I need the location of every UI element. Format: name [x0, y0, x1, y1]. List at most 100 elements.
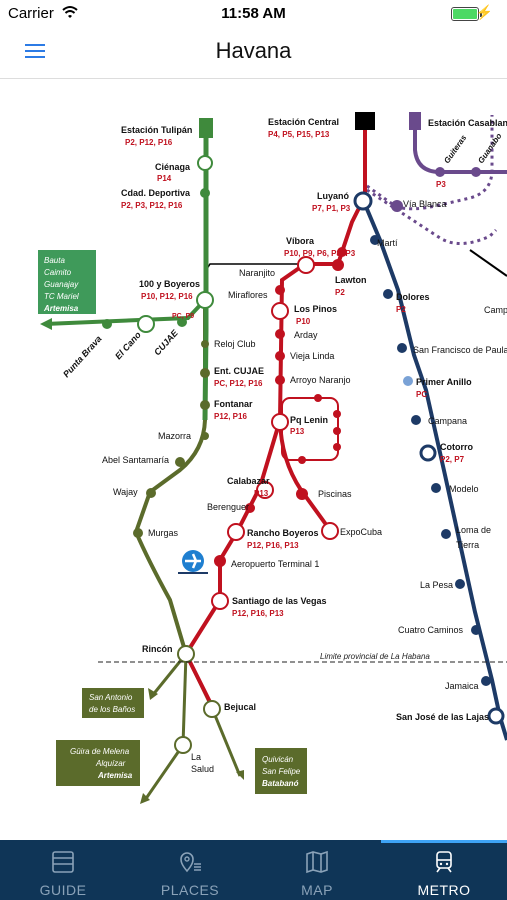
svg-text:Reloj Club: Reloj Club: [214, 339, 256, 349]
svg-text:Berenguer: Berenguer: [207, 502, 249, 512]
svg-text:Cotorro: Cotorro: [440, 442, 473, 452]
active-tab-indicator: [381, 840, 507, 843]
svg-text:Wajay: Wajay: [113, 487, 138, 497]
svg-text:San José de las Lajas: San José de las Lajas: [396, 712, 489, 722]
svg-text:Martí: Martí: [377, 238, 398, 248]
svg-text:Artemisa: Artemisa: [97, 771, 133, 780]
svg-text:P12, P16, P13: P12, P16, P13: [232, 609, 284, 618]
tab-guide[interactable]: GUIDE: [0, 840, 126, 900]
svg-text:Punta Brava: Punta Brava: [61, 334, 104, 380]
svg-text:TC Mariel: TC Mariel: [44, 292, 79, 301]
svg-text:P2, P3, P12, P16: P2, P3, P12, P16: [121, 201, 183, 210]
quivican-box: Quivicán San Felipe Batabanó: [255, 748, 307, 794]
svg-text:ExpoCuba: ExpoCuba: [340, 527, 382, 537]
blue-line-labels: Martí Dolores P2 Camp San Francisco de P…: [377, 238, 507, 722]
svg-text:Arroyo Naranjo: Arroyo Naranjo: [290, 375, 351, 385]
blue-line: [362, 201, 507, 741]
svg-text:Campana: Campana: [428, 416, 467, 426]
train-icon: [436, 851, 452, 873]
svg-text:Dolores: Dolores: [396, 292, 430, 302]
svg-text:Güira de Melena: Güira de Melena: [70, 747, 130, 756]
svg-text:Camp: Camp: [484, 305, 507, 315]
svg-text:Miraflores: Miraflores: [228, 290, 268, 300]
svg-text:Primer Anillo: Primer Anillo: [416, 377, 472, 387]
svg-text:Rancho Boyeros: Rancho Boyeros: [247, 528, 319, 538]
metro-map[interactable]: Limite provincial de La Habana Bauta Cai…: [0, 84, 507, 840]
road-line: [469, 249, 507, 277]
svg-text:Loma de: Loma de: [456, 525, 491, 535]
svg-text:Estación Casablanca: Estación Casablanca: [428, 118, 507, 128]
svg-text:Jamaica: Jamaica: [445, 681, 479, 691]
san-antonio-box: San Antonio de los Baños: [82, 688, 144, 718]
svg-text:Los Pinos: Los Pinos: [294, 304, 337, 314]
tab-metro[interactable]: METRO: [381, 840, 507, 900]
svg-text:P3: P3: [436, 180, 446, 189]
svg-text:Cuatro Caminos: Cuatro Caminos: [398, 625, 464, 635]
svg-text:Naranjito: Naranjito: [239, 268, 275, 278]
svg-text:PC: PC: [416, 390, 427, 399]
svg-text:Guiteras: Guiteras: [442, 133, 468, 165]
red-line-labels: Estación Central P4, P5, P15, P13 Luyanó…: [142, 117, 382, 774]
svg-text:Fontanar: Fontanar: [214, 399, 253, 409]
svg-text:P2: P2: [396, 305, 406, 314]
svg-text:San Felipe: San Felipe: [262, 767, 301, 776]
tab-places[interactable]: PLACES: [127, 840, 253, 900]
svg-text:Vía Blanca: Vía Blanca: [403, 199, 447, 209]
svg-text:Modelo: Modelo: [449, 484, 479, 494]
svg-text:Vieja Linda: Vieja Linda: [290, 351, 334, 361]
folded-map-icon: [306, 850, 328, 874]
tab-guide-label: GUIDE: [39, 882, 87, 898]
provincial-limit-label: Limite provincial de La Habana: [320, 652, 430, 661]
svg-text:P10: P10: [296, 317, 311, 326]
svg-text:Estación Tulipán: Estación Tulipán: [121, 125, 192, 135]
svg-text:Calabazar: Calabazar: [227, 476, 270, 486]
hamburger-menu-icon[interactable]: [25, 42, 47, 60]
page-title: Havana: [215, 38, 292, 63]
battery-icon: [451, 7, 482, 21]
svg-text:San Francisco de Paula: San Francisco de Paula: [413, 345, 507, 355]
carrier-label: Carrier: [8, 5, 54, 22]
svg-text:P13: P13: [290, 427, 305, 436]
purple-line: [366, 112, 507, 245]
svg-text:Guanabo: Guanabo: [476, 131, 503, 165]
svg-text:Víbora: Víbora: [286, 236, 315, 246]
svg-text:Mazorra: Mazorra: [158, 431, 191, 441]
svg-text:Pq Lenin: Pq Lenin: [290, 415, 328, 425]
svg-text:P10, P12, P16: P10, P12, P16: [141, 292, 193, 301]
svg-text:de los Baños: de los Baños: [89, 705, 135, 714]
svg-text:Ent. CUJAE: Ent. CUJAE: [214, 366, 264, 376]
svg-text:P2, P7: P2, P7: [440, 455, 465, 464]
svg-text:El Cano: El Cano: [113, 329, 143, 361]
svg-text:100 y Boyeros: 100 y Boyeros: [139, 279, 200, 289]
svg-text:Salud: Salud: [191, 764, 214, 774]
tab-bar: GUIDE PLACES MAP METRO: [0, 840, 507, 900]
guira-box: Güira de Melena Alquízar Artemisa: [56, 740, 140, 786]
svg-text:P12, P16, P13: P12, P16, P13: [247, 541, 299, 550]
svg-text:P14: P14: [157, 174, 172, 183]
svg-text:P2, P12, P16: P2, P12, P16: [125, 138, 173, 147]
charging-icon: ⚡: [475, 4, 493, 20]
red-line: [174, 112, 375, 754]
svg-text:Batabanó: Batabanó: [262, 779, 299, 788]
tab-map-label: MAP: [301, 882, 333, 898]
svg-text:Luyanó: Luyanó: [317, 191, 350, 201]
svg-text:Aeropuerto Terminal 1: Aeropuerto Terminal 1: [231, 559, 319, 569]
svg-text:La: La: [191, 752, 201, 762]
svg-text:Murgas: Murgas: [148, 528, 179, 538]
svg-text:Alquízar: Alquízar: [95, 759, 126, 768]
metro-map-svg[interactable]: Limite provincial de La Habana Bauta Cai…: [0, 84, 507, 840]
guide-icon: [52, 851, 74, 873]
svg-text:P2: P2: [335, 288, 345, 297]
green-line: [40, 118, 214, 538]
svg-text:Estación Central: Estación Central: [268, 117, 339, 127]
svg-text:Caimito: Caimito: [44, 268, 72, 277]
svg-text:Piscinas: Piscinas: [318, 489, 352, 499]
tab-map[interactable]: MAP: [254, 840, 380, 900]
svg-text:CUJAE: CUJAE: [152, 327, 181, 357]
svg-text:San Antonio: San Antonio: [89, 693, 133, 702]
svg-text:P12, P16: P12, P16: [214, 412, 247, 421]
svg-text:Arday: Arday: [294, 330, 318, 340]
svg-text:Artemisa: Artemisa: [43, 304, 79, 313]
svg-text:Tierra: Tierra: [456, 540, 479, 550]
svg-text:Guanajay: Guanajay: [44, 280, 79, 289]
